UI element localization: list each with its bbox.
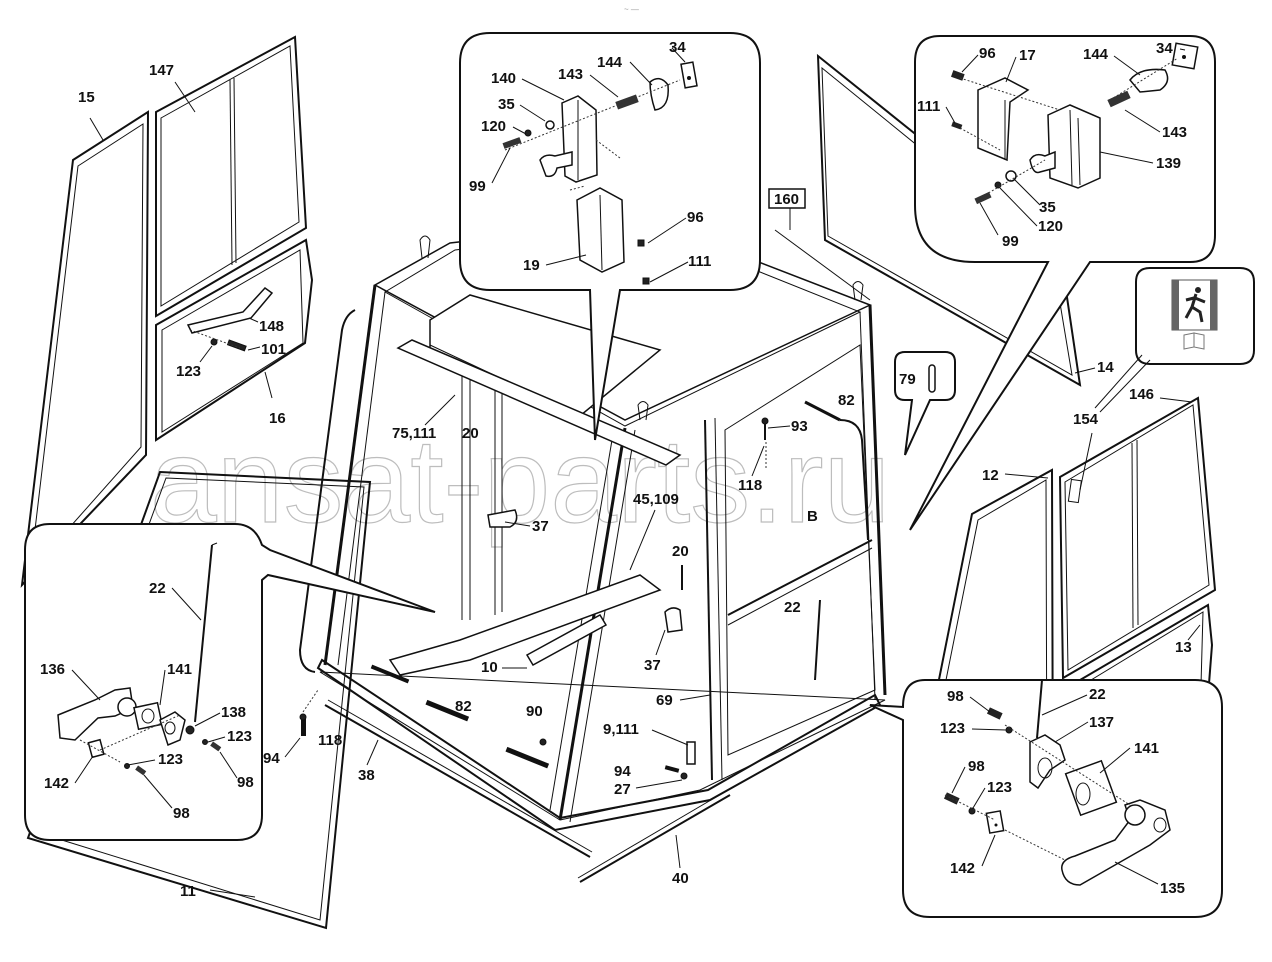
callout-handle-left [24,523,436,841]
part-label-79: 79 [899,371,916,388]
right-side-glass-146 [1058,396,1217,680]
c1-label-99: 99 [469,178,486,195]
part-label-12: 12 [982,467,999,484]
c1-label-19: 19 [523,257,540,274]
c1-label-120: 120 [481,118,506,135]
c2-label-139: 139 [1156,155,1181,172]
c2-label-120: 120 [1038,218,1063,235]
part-label-147: 147 [149,62,174,79]
open-book-icon [1183,332,1205,350]
part-label-37-right: 37 [644,657,661,674]
part-label-20: 20 [462,425,479,442]
part-label-90: 90 [526,703,543,720]
part-label-22-door: 22 [784,599,801,616]
part-label-10: 10 [481,659,498,676]
c4-label-123-upper: 123 [940,720,965,737]
part-label-45-109: 45,109 [633,491,679,508]
c2-label-143: 143 [1162,124,1187,141]
c1-label-96: 96 [687,209,704,226]
left-side-glass-15 [20,110,150,588]
view-marker-b: B [807,508,818,525]
part-label-14: 14 [1097,359,1114,376]
c2-label-99: 99 [1002,233,1019,250]
c1-label-143: 143 [558,66,583,83]
c2-label-35: 35 [1039,199,1056,216]
lock-assembly-140 [502,61,698,285]
part-label-154: 154 [1073,411,1099,428]
c1-label-35: 35 [498,96,515,113]
part-label-40: 40 [672,870,689,887]
part-label-11: 11 [180,883,196,900]
c3-label-142: 142 [44,775,69,792]
part-79-callout [894,351,956,456]
reference-box-160 [768,188,806,209]
callout-handle-right [869,679,1223,918]
c2-label-111: 111 [917,98,940,115]
part-label-118-left: 118 [318,732,342,749]
lock-assembly-139 [950,42,1199,205]
c2-label-34: 34 [1156,40,1173,57]
part-label-148: 148 [259,318,284,335]
c4-label-141: 141 [1134,740,1159,757]
part-label-9-111: 9,111 [603,721,639,738]
part-label-38: 38 [358,767,375,784]
reference-box-160-label: 160 [774,191,799,208]
c1-label-34: 34 [669,39,686,56]
part-label-146: 146 [1129,386,1154,403]
emergency-exit-sign-icon [1171,279,1218,331]
part-label-20-right: 20 [672,543,689,560]
c3-label-141: 141 [167,661,192,678]
part-label-82-floor: 82 [455,698,472,715]
c4-label-123-lower: 123 [987,779,1012,796]
part-label-94-left: 94 [263,750,280,767]
part-label-118-upper: 118 [738,477,762,494]
c2-label-17: 17 [1019,47,1036,64]
handle-assembly-136 [57,542,222,776]
part-label-123: 123 [176,363,201,380]
part-label-37: 37 [532,518,549,535]
c3-label-98-lower: 98 [173,805,190,822]
c3-label-138: 138 [221,704,246,721]
part-label-15: 15 [78,89,95,106]
top-mark: ~ — [624,5,639,14]
c4-label-22: 22 [1089,686,1106,703]
part-79-pin [928,364,936,393]
watermark: ansat-parts.ru [150,414,890,548]
c2-label-144: 144 [1083,46,1109,63]
part-label-101: 101 [261,341,286,358]
handle-assembly-135 [943,679,1171,886]
c4-label-98-upper: 98 [947,688,964,705]
part-label-94-right: 94 [614,763,631,780]
left-door-lower-16 [155,238,314,442]
part-label-82-upper: 82 [838,392,855,409]
c4-label-98-lower: 98 [968,758,985,775]
part-label-75-111: 75,111 [392,425,436,442]
part-label-93: 93 [791,418,808,435]
part-label-69: 69 [656,692,673,709]
c3-label-123-right: 123 [227,728,252,745]
c1-label-144: 144 [597,54,623,71]
part-label-13: 13 [1175,639,1192,656]
c4-label-142: 142 [950,860,975,877]
c2-label-96: 96 [979,45,996,62]
c3-label-136: 136 [40,661,65,678]
part-label-16: 16 [269,410,286,427]
c1-label-111: 111 [688,253,711,270]
c3-label-98-right: 98 [237,774,254,791]
c4-label-135: 135 [1160,880,1185,897]
callout-door-lock-right [909,35,1216,531]
left-door-upper-147 [155,35,308,318]
c4-label-137: 137 [1089,714,1114,731]
part-label-27: 27 [614,781,631,798]
c1-label-140: 140 [491,70,516,87]
c3-label-22: 22 [149,580,166,597]
c3-label-123-lower: 123 [158,751,183,768]
